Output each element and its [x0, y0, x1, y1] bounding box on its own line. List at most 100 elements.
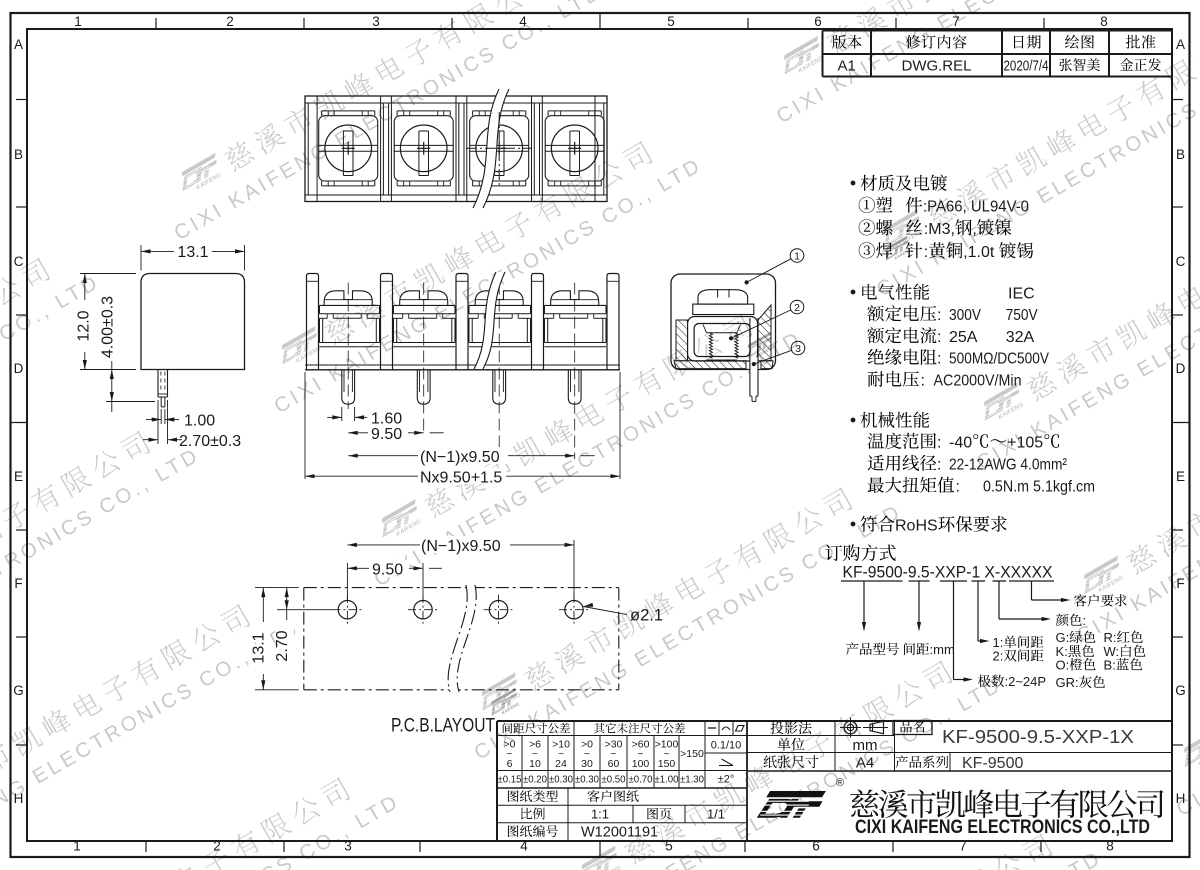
svg-text:K:: K: [1056, 644, 1068, 659]
svg-text:O:: O: [1056, 658, 1070, 673]
svg-text:60: 60 [608, 758, 620, 770]
svg-text:B:: B: [1104, 658, 1116, 673]
svg-text:1:1: 1:1 [591, 807, 609, 822]
svg-text::: : [937, 307, 941, 324]
svg-text:±0.30: ±0.30 [549, 774, 573, 786]
svg-text:GR:: GR: [1056, 675, 1079, 690]
svg-text:1: 1 [74, 14, 82, 29]
svg-text:±2°: ±2° [718, 774, 735, 786]
svg-text:A: A [1176, 37, 1185, 52]
svg-text:4: 4 [519, 14, 527, 29]
svg-text:7: 7 [952, 14, 960, 29]
svg-text:W12001191: W12001191 [581, 825, 658, 841]
svg-text:>10: >10 [552, 739, 570, 751]
svg-text:24: 24 [555, 758, 567, 770]
svg-text:5: 5 [667, 14, 675, 29]
svg-text:300V: 300V [949, 307, 981, 324]
svg-text:10: 10 [529, 758, 541, 770]
svg-text:~: ~ [558, 748, 564, 760]
svg-text::: : [921, 373, 925, 390]
svg-text:F: F [14, 576, 22, 591]
svg-text:W:: W: [1104, 644, 1120, 659]
svg-text:4.00±0.3: 4.00±0.3 [100, 296, 117, 358]
svg-text:750V: 750V [1006, 307, 1038, 324]
svg-text:2: 2 [226, 14, 234, 29]
svg-text:E: E [1176, 469, 1185, 484]
svg-text:30: 30 [581, 758, 593, 770]
svg-text:ø2.1: ø2.1 [630, 607, 663, 625]
svg-text:>150: >150 [680, 748, 704, 760]
svg-text:13.1: 13.1 [177, 244, 208, 261]
svg-text:,1.0t: ,1.0t [963, 244, 995, 261]
svg-text::: : [937, 435, 941, 452]
svg-text:1/1: 1/1 [707, 807, 725, 822]
svg-text:±0.30: ±0.30 [575, 774, 599, 786]
svg-text:2020/7/4: 2020/7/4 [1004, 59, 1049, 75]
svg-text:±0.50: ±0.50 [602, 774, 626, 786]
svg-text:~: ~ [584, 748, 590, 760]
svg-text:IEC: IEC [1008, 286, 1035, 303]
svg-text:0.5N.m 5.1kgf.cm: 0.5N.m 5.1kgf.cm [983, 479, 1095, 496]
svg-text:G: G [1175, 683, 1186, 698]
svg-text:±0.20: ±0.20 [523, 774, 547, 786]
svg-text:B: B [14, 147, 23, 162]
svg-text:~: ~ [663, 748, 669, 760]
svg-text:3: 3 [795, 343, 801, 355]
svg-text:5: 5 [665, 838, 673, 853]
svg-text:7: 7 [959, 838, 967, 853]
svg-text:1: 1 [794, 250, 800, 262]
svg-text:±0.15: ±0.15 [498, 774, 522, 786]
svg-text:®: ® [836, 777, 844, 789]
svg-text:500MΩ/DC500V: 500MΩ/DC500V [949, 351, 1049, 368]
svg-text:A1: A1 [838, 58, 856, 75]
svg-text:100: 100 [632, 758, 650, 770]
svg-text:A4: A4 [856, 755, 874, 772]
svg-text:8: 8 [1106, 838, 1114, 853]
svg-text:KF-9500: KF-9500 [962, 755, 1023, 772]
svg-text:~: ~ [532, 748, 538, 760]
svg-text:1.60: 1.60 [371, 411, 402, 428]
svg-text:1: 1 [73, 838, 81, 853]
svg-text:4: 4 [520, 838, 528, 853]
svg-text:KF-9500-9.5-XXP-1X: KF-9500-9.5-XXP-1X [942, 726, 1134, 747]
svg-text:>30: >30 [605, 739, 623, 751]
svg-text::M3,: :M3, [924, 221, 955, 238]
svg-text:,: , [972, 221, 976, 238]
svg-text::: : [924, 244, 928, 261]
svg-text:9.50: 9.50 [372, 561, 403, 578]
svg-text:~: ~ [506, 748, 512, 760]
svg-text:C: C [1176, 254, 1186, 269]
svg-text:F: F [1176, 576, 1184, 591]
svg-text:~: ~ [610, 748, 616, 760]
svg-text:3: 3 [344, 838, 352, 853]
svg-text:2: 2 [213, 838, 221, 853]
svg-text:2.70: 2.70 [274, 630, 291, 661]
svg-text:C: C [14, 254, 24, 269]
svg-text:-40: -40 [949, 435, 972, 452]
svg-text:6: 6 [814, 14, 822, 29]
svg-text:150: 150 [658, 758, 676, 770]
svg-text:>6: >6 [529, 739, 541, 751]
svg-text::: : [956, 479, 960, 496]
svg-text::: : [1083, 613, 1087, 628]
svg-text:2.70±0.3: 2.70±0.3 [179, 433, 241, 450]
svg-text:E: E [14, 469, 23, 484]
svg-text::: : [937, 329, 941, 346]
svg-text:25A: 25A [949, 329, 978, 346]
svg-text:D: D [14, 361, 24, 376]
svg-text:(N−1)x9.50: (N−1)x9.50 [420, 449, 500, 466]
svg-text:~: ~ [637, 748, 643, 760]
svg-text:>0: >0 [504, 739, 516, 751]
svg-text:+105: +105 [1007, 435, 1043, 452]
svg-text:2: 2 [794, 302, 800, 314]
svg-text:H: H [1176, 791, 1186, 806]
svg-text:mm: mm [853, 737, 878, 754]
svg-text:13.1: 13.1 [251, 632, 268, 663]
svg-text:(N−1)x9.50: (N−1)x9.50 [421, 538, 501, 555]
svg-text:H: H [14, 791, 24, 806]
svg-text:3: 3 [372, 14, 380, 29]
svg-text:>60: >60 [632, 739, 650, 751]
svg-text::: : [937, 457, 941, 474]
svg-text::: : [937, 351, 941, 368]
svg-text:9.50: 9.50 [371, 426, 402, 443]
